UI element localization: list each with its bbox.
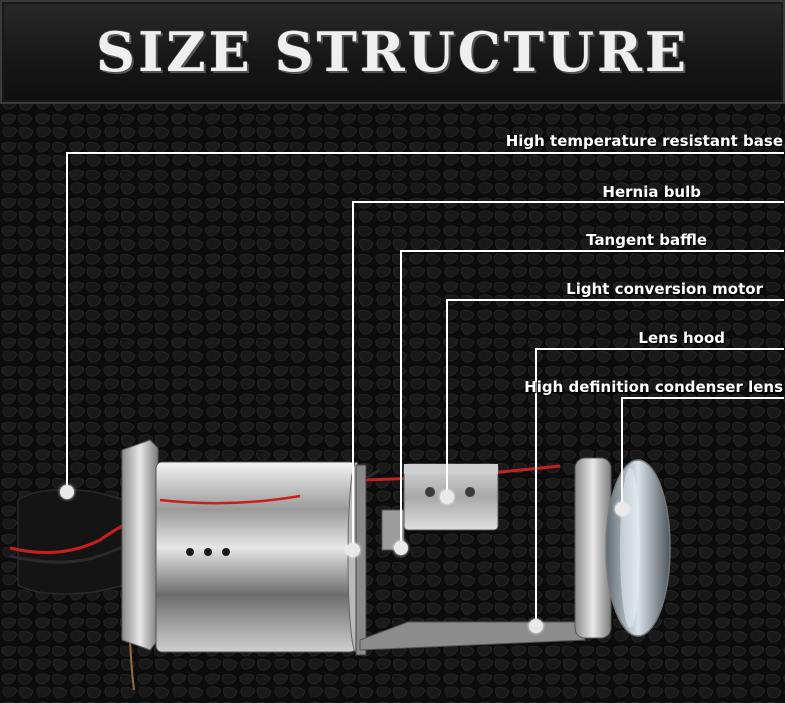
- callout-dot-lens-hood: [529, 619, 543, 633]
- callout-dot-condenser-lens: [615, 502, 629, 516]
- label-hernia-bulb: Hernia bulb: [602, 183, 701, 201]
- callout-leader-condenser-lens: [621, 397, 623, 509]
- callout-line-lens-hood: [535, 348, 784, 350]
- callout-leader-motor: [446, 299, 448, 497]
- callout-line-baffle: [400, 250, 784, 252]
- label-light-conversion-motor: Light conversion motor: [566, 280, 763, 298]
- callout-dot-baffle: [394, 541, 408, 555]
- header-banner: SIZE STRUCTURE: [0, 0, 785, 104]
- label-lens-hood: Lens hood: [638, 329, 725, 347]
- callout-leader-lens-hood: [535, 348, 537, 626]
- callout-dot-base: [60, 485, 74, 499]
- callout-line-base: [66, 152, 784, 154]
- label-high-definition-condenser-lens: High definition condenser lens: [524, 378, 783, 396]
- callout-line-condenser-lens: [621, 397, 784, 399]
- label-tangent-baffle: Tangent baffle: [586, 231, 707, 249]
- label-high-temperature-resistant-base: High temperature resistant base: [505, 132, 783, 150]
- callout-line-motor: [446, 299, 784, 301]
- callout-leader-bulb: [352, 201, 354, 550]
- callout-line-bulb: [352, 201, 784, 203]
- callout-dot-bulb: [346, 543, 360, 557]
- page-title: SIZE STRUCTURE: [95, 20, 690, 84]
- callout-dot-motor: [440, 490, 454, 504]
- callout-leader-baffle: [400, 250, 402, 548]
- callout-leader-base: [66, 152, 68, 492]
